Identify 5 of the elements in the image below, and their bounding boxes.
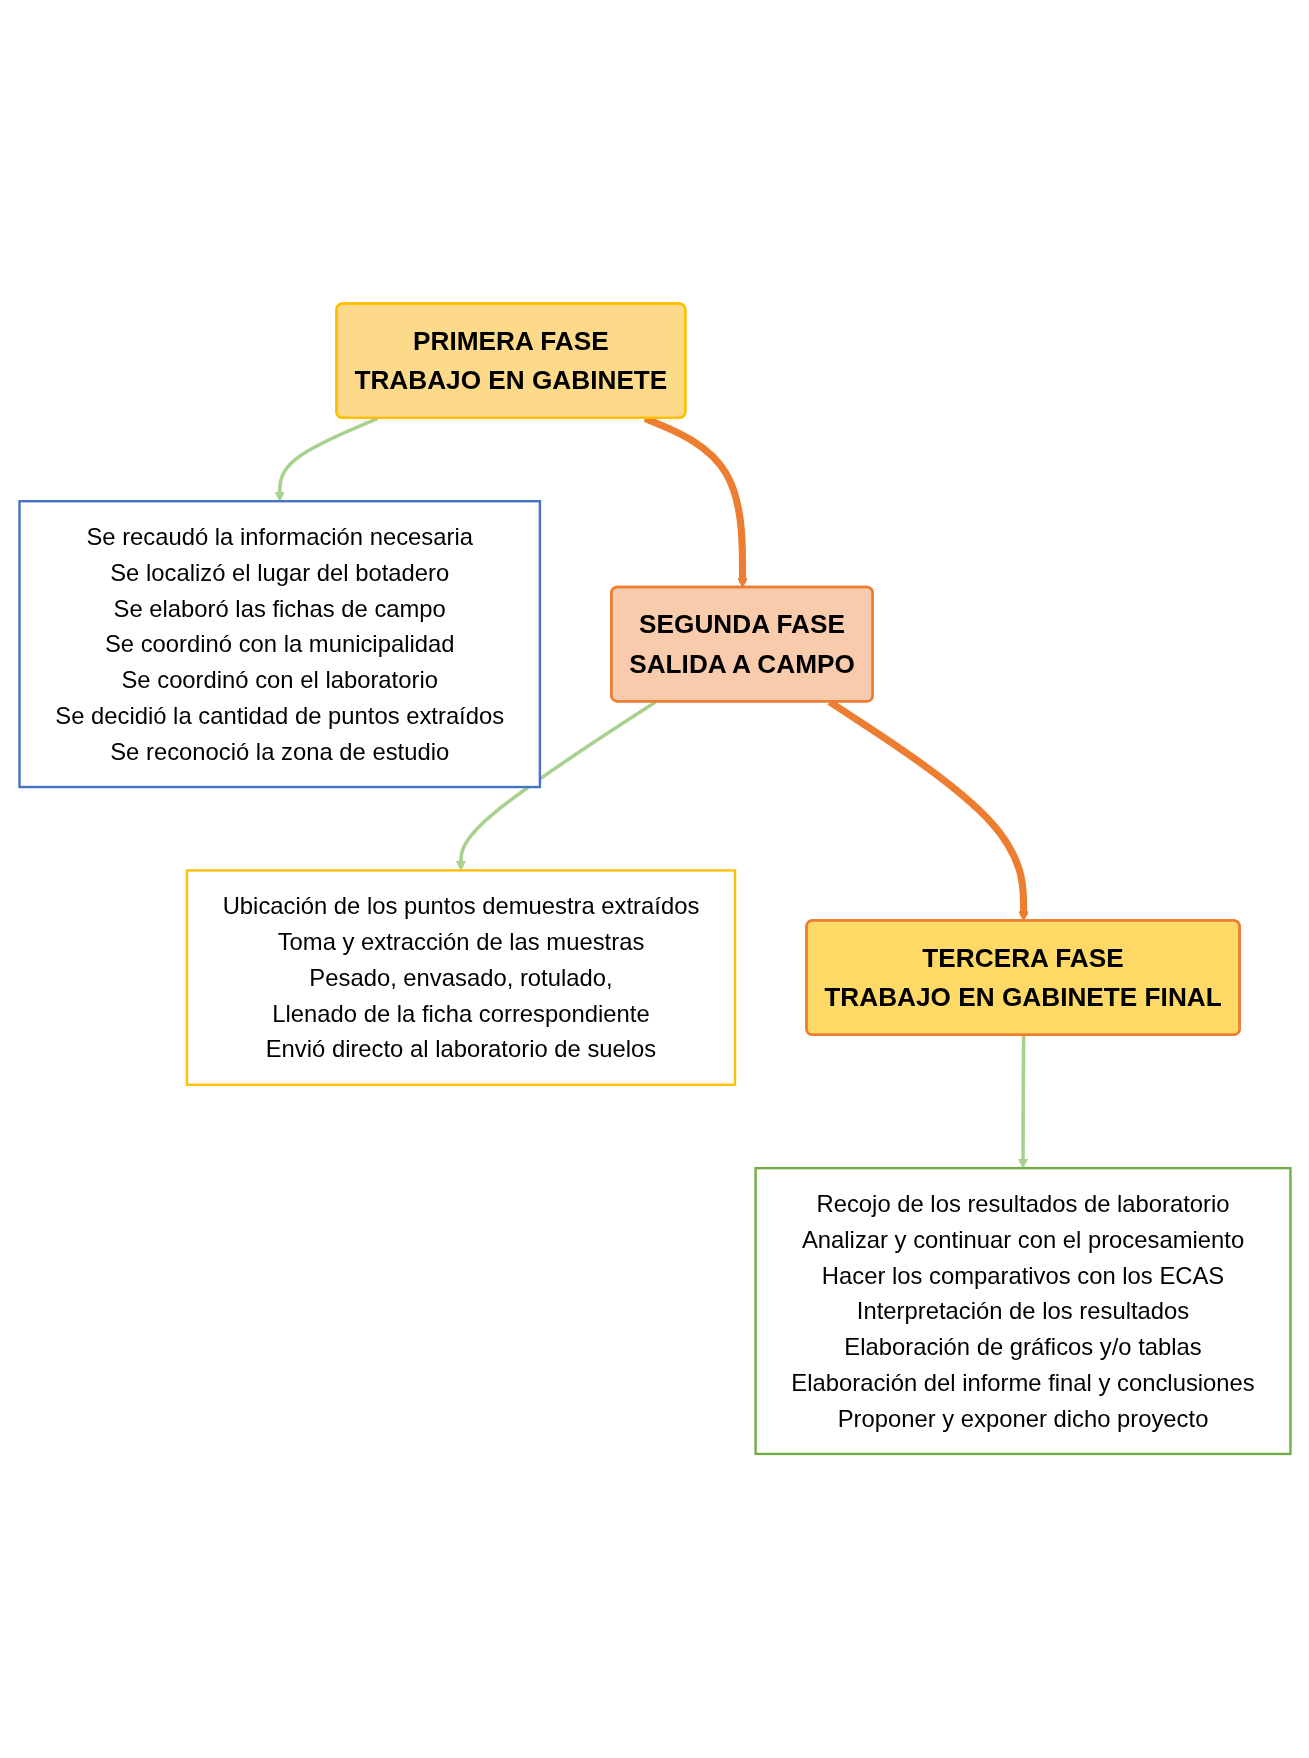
arrow <box>827 699 1029 922</box>
node-box: Ubicación de los puntos demuestra extraídos Toma y extracción de las muestras Pesado, envasado, rotulado, Llenado de la ficha correspondiente Envió directo al laboratorio de suelos <box>185 869 736 1087</box>
node-box: Recojo de los resultados de laboratorio Analizar y continuar con el procesamiento Hacer los comparativos con los ECAS Interpretación de los resultados Elaboración de gráficos y/o tablas Elaboración del informe final y conclusiones Proponer y exponer dicho proyecto <box>753 1167 1292 1456</box>
node-box: Se recaudó la información necesaria Se localizó el lugar del botadero Se elaboró las fichas de campo Se coordinó con la municipalidad Se coordinó con el laboratorio Se decidió la cantidad de puntos extraídos Se reconoció la zona de estudio <box>17 500 541 789</box>
arrow <box>1017 1035 1028 1169</box>
